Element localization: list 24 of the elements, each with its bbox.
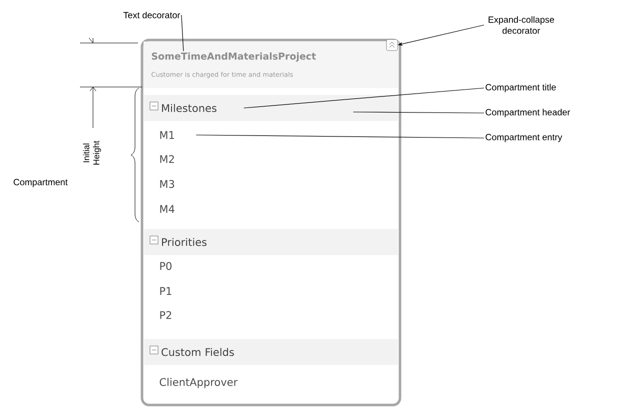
compartment-entry: P0 xyxy=(160,262,172,270)
compartment-entry: M3 xyxy=(160,180,174,188)
leader-line xyxy=(181,14,184,52)
compartment-header: Milestones xyxy=(144,95,398,121)
leader-line xyxy=(352,112,484,114)
shape-title: SomeTimeAndMaterialsProject xyxy=(152,52,316,62)
callout-text: Compartment header xyxy=(486,108,570,118)
compartment-entry: P2 xyxy=(160,311,172,319)
expand-collapse-button xyxy=(386,39,398,51)
callout-text: Compartment title xyxy=(486,84,556,92)
bracket-label: Compartment xyxy=(14,178,68,188)
compartment-entry: M2 xyxy=(160,155,174,163)
callout-text: Compartment entry xyxy=(486,134,562,142)
compartment-header: Priorities xyxy=(144,229,398,255)
compartment-header: Custom Fields xyxy=(144,339,398,365)
dimension-label: Initial Height xyxy=(83,140,101,165)
leader-line xyxy=(196,134,484,138)
callout-text: Expand-collapse decorator xyxy=(488,16,554,34)
compartment-entry: ClientApprover xyxy=(160,378,238,388)
compartment-entry: M4 xyxy=(160,205,174,213)
callout-text: Text decorator xyxy=(123,12,180,18)
compartment-entry: M1 xyxy=(160,131,174,139)
compartment-entry: P1 xyxy=(160,287,172,295)
leader-line xyxy=(244,88,484,108)
